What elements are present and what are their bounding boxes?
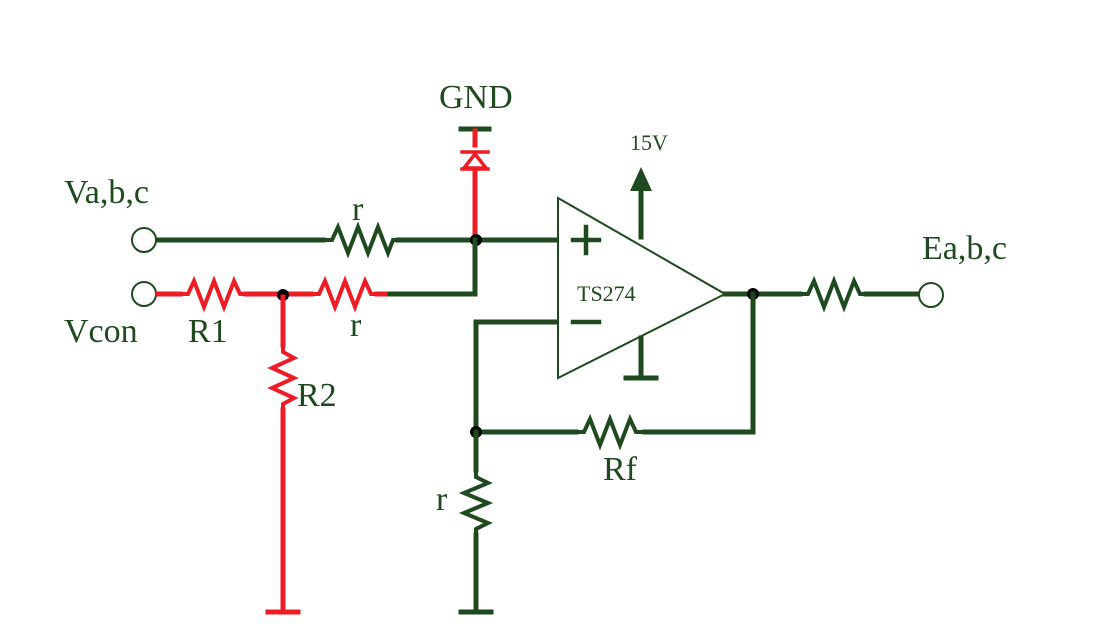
output-terminal: [918, 282, 944, 308]
resistor-r1: [180, 275, 246, 313]
label-control: Vcon: [64, 313, 138, 350]
label-rf: Rf: [603, 451, 638, 488]
label-opamp: TS274: [577, 281, 636, 306]
label-supply: 15V: [630, 130, 668, 155]
supply-arrow-icon: [630, 167, 652, 191]
label-r-top: r: [352, 191, 364, 228]
label-output: Ea,b,c: [922, 230, 1007, 267]
diode-triangle: [460, 151, 490, 170]
resistor-r-top: [323, 221, 398, 259]
gnd-symbol: [458, 126, 492, 148]
diode: [460, 150, 490, 171]
wire-mid-to-node: [387, 237, 478, 297]
resistor-rf: [576, 413, 645, 451]
resistor-out: [800, 275, 866, 313]
resistor-r-mid: [311, 275, 377, 313]
wire-minus-input: [473, 319, 559, 435]
resistor-r-bottom: [458, 470, 494, 535]
label-r2: R2: [297, 377, 337, 414]
resistor-r2: [267, 345, 299, 410]
input-terminal: [131, 227, 157, 253]
label-r-bottom: r: [436, 481, 448, 518]
wire-output-feedback: [642, 291, 756, 435]
label-r1: R1: [188, 313, 228, 350]
label-r-mid: r: [350, 307, 362, 344]
label-input: Va,b,c: [64, 174, 149, 211]
control-terminal: [131, 281, 157, 307]
label-gnd: GND: [439, 79, 513, 116]
